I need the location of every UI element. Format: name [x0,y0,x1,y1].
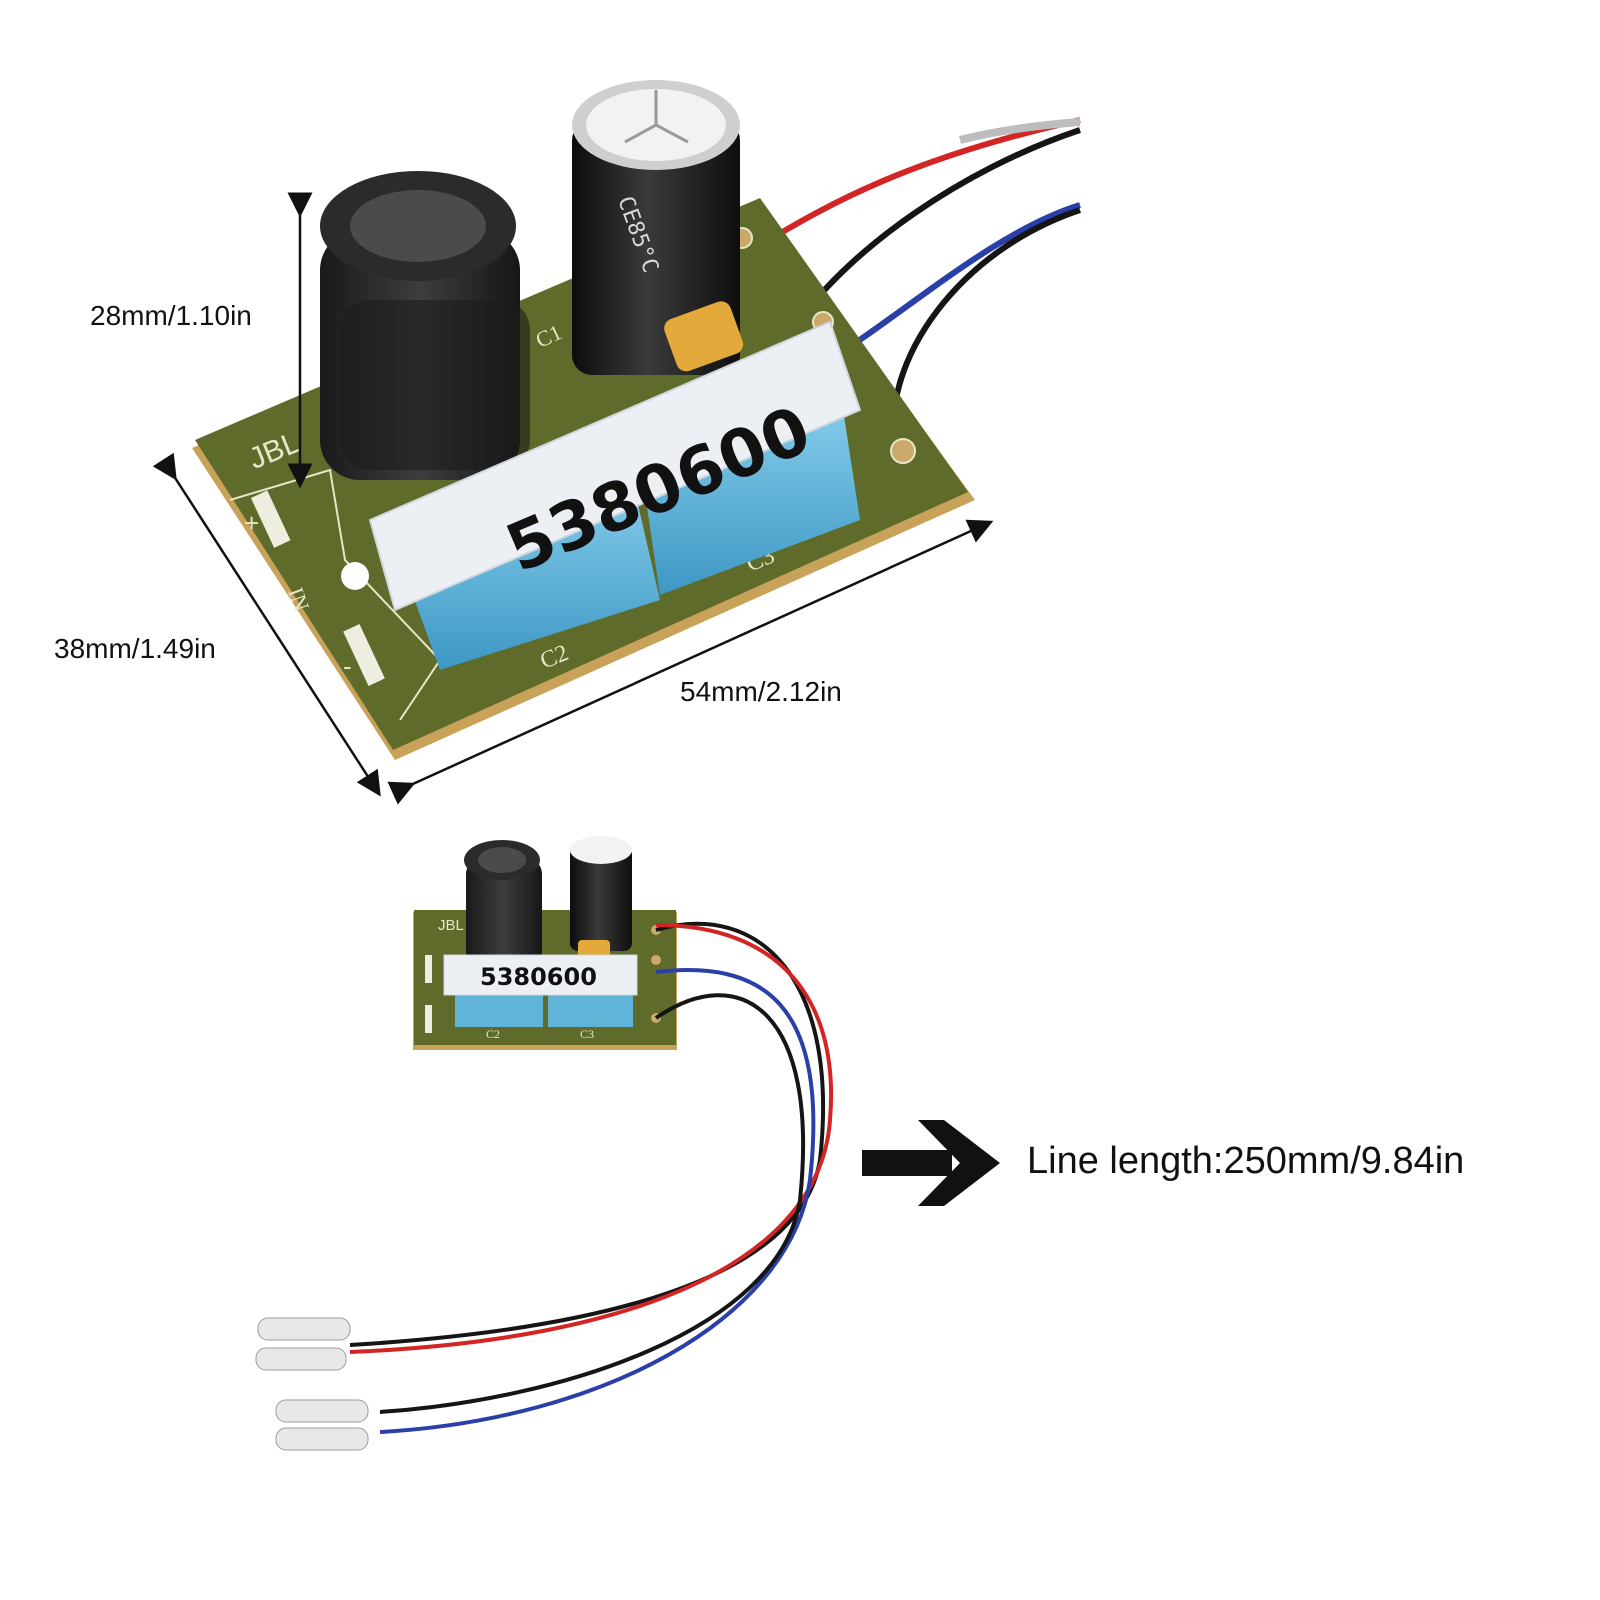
dimension-height-label: 28mm/1.10in [90,300,252,331]
film-capacitor-yellow [664,301,744,372]
mount-hole [341,562,369,590]
silk-c3-small: C3 [580,1027,594,1041]
silk-c2-small: C2 [486,1027,500,1041]
terminal-3 [890,438,916,464]
part-label-small [443,954,638,996]
wire-red [758,117,1081,248]
inductor-small [464,840,542,968]
dimension-arrow-length [387,519,994,805]
arrow-right-icon [862,1120,1000,1206]
dimension-width-label: 38mm/1.49in [54,633,216,664]
silk-minus: - [343,651,352,681]
line-length-label: Line length:250mm/9.84in [1027,1140,1465,1182]
crossover-board-large: JBL + IN - C1 C2 C3 CE85°C [152,80,1081,805]
dimension-arrow-width [152,452,381,797]
spade-terminals [255,1317,369,1451]
wire-black-2 [890,207,1081,451]
wire-grey [959,118,1081,144]
crossover-board-small: JBL C2 C3 5380600 [255,836,833,1451]
silk-brand-small: JBL [438,917,464,934]
silk-plus: + [244,508,259,538]
inductor [320,171,530,480]
long-wire-black-2 [379,993,806,1414]
dimension-length-label: 54mm/2.12in [680,676,842,707]
electrolytic-capacitor-small [570,836,632,951]
long-wire-red [349,923,833,1354]
long-wire-blue [379,968,816,1434]
wire-blue [843,202,1081,353]
part-number-small: 5380600 [480,963,597,991]
